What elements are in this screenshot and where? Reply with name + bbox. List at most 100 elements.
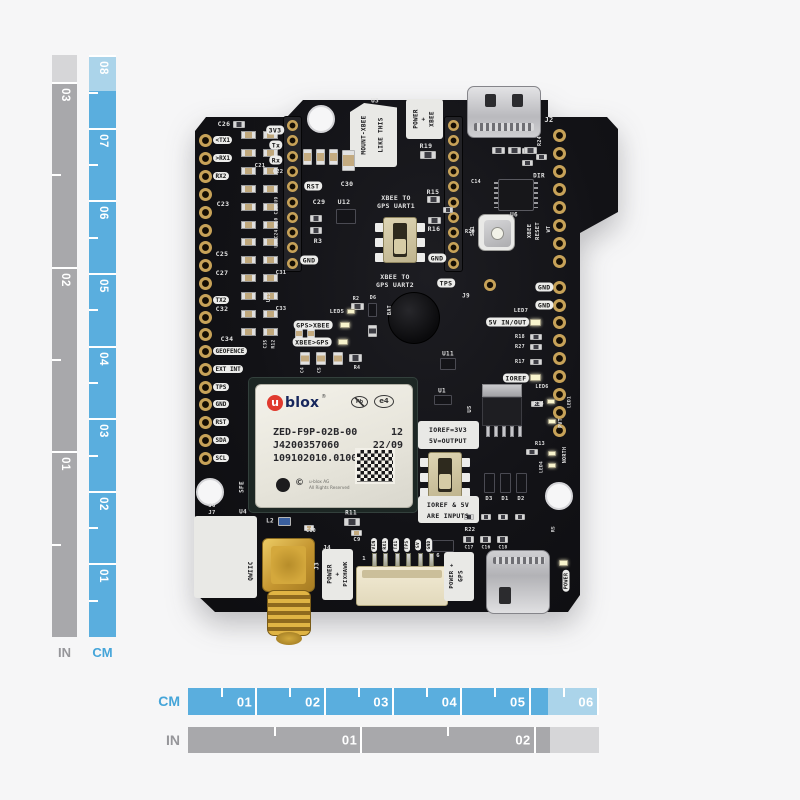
ioref-select-switch-pad — [420, 488, 429, 497]
pin-hole-right — [553, 236, 566, 250]
smd-capacitor — [263, 310, 278, 318]
silk-label-c14: C14 — [471, 179, 481, 185]
ruler-left-cm-halftick — [89, 164, 98, 167]
usb-c-connector-top — [467, 86, 541, 138]
pbfree-icon: Pb — [351, 396, 368, 408]
silk-label-r27: R27 — [515, 344, 525, 350]
xbee-socket-right-hole — [448, 257, 459, 269]
ruler-left-cm-line — [89, 273, 116, 275]
xbee-socket-right-hole — [448, 135, 459, 147]
smd-chip — [368, 303, 377, 317]
ruler-bottom-cm-unit-label: CM — [158, 693, 180, 709]
ruler-left-cm-line — [89, 55, 116, 58]
pin-hole-left — [199, 397, 212, 411]
ruler-bottom-in-line — [533, 727, 536, 753]
silk-label-c25: C25 — [215, 250, 229, 258]
smd-component — [463, 536, 474, 543]
silk-label-u11: U11 — [442, 350, 454, 358]
silk-label-c26: C26 — [217, 120, 231, 128]
usb-c-bottom-slot — [499, 587, 511, 604]
module-rev: 12 — [390, 427, 403, 438]
module-serial-row: J4200357060 22/09 — [273, 440, 403, 451]
silk-label-power: POWER — [562, 570, 570, 592]
silk-label-c22: C22 — [272, 169, 284, 175]
silk-label-j6: J6 — [208, 503, 216, 509]
silk-label-d6: D6 — [369, 295, 377, 301]
ruler-left-in-unit-label: IN — [58, 645, 71, 660]
silk-label-tx: Tx — [269, 140, 283, 150]
ruler-left-in-number: 02 — [58, 272, 71, 287]
silk-label-c9: C9 — [353, 537, 361, 543]
smd-chip — [336, 209, 356, 224]
xbee-socket-left-hole — [287, 135, 298, 147]
silk-label-power: POWER + — [449, 563, 455, 589]
silk-label-r15: R15 — [426, 188, 440, 196]
usb-c-bottom-contacts — [493, 557, 545, 564]
silk-label-: + — [334, 572, 342, 576]
ruler-bottom-cm-halftick — [494, 688, 497, 697]
silk-label-u5: U5 — [467, 405, 473, 413]
smd-component — [300, 352, 310, 365]
pin-hole-right — [553, 218, 566, 232]
smd-component — [368, 325, 377, 337]
pin-hole-right — [553, 164, 566, 178]
silk-label-d3: D3 — [485, 496, 493, 502]
smd-component — [530, 359, 542, 365]
silk-label-wt: WT — [546, 225, 552, 233]
led — [548, 463, 556, 468]
silk-label-c31: C31 — [275, 270, 287, 276]
ruler-bottom-cm-line — [255, 688, 258, 715]
silk-label-xbeeto: XBEE TO — [381, 194, 411, 202]
uart-select-switch-pad — [416, 253, 425, 262]
smd-component — [480, 536, 491, 543]
silk-label-: + — [420, 117, 428, 121]
regulator-tab — [482, 384, 522, 397]
pin-hole-right — [553, 369, 566, 383]
ruler-left-cm-line — [89, 200, 116, 203]
smd-component — [351, 530, 362, 536]
pin-hole-left — [199, 433, 212, 447]
xbee-socket-left-hole — [287, 257, 298, 269]
e4-icon-text: e4 — [379, 397, 389, 405]
ublox-logo: u blox ® — [267, 394, 326, 412]
silk-label-r18: R18 — [515, 334, 525, 340]
xbee-socket-left-hole — [287, 165, 298, 177]
silk-label-power: POWER — [326, 564, 334, 584]
qwiic-patch — [194, 516, 257, 598]
silk-label-gnd: GND — [426, 537, 432, 553]
pin-hole-left — [199, 151, 212, 165]
ruler-bottom-in-number: 02 — [515, 732, 531, 748]
silk-label-likethis: LIKE THIS — [377, 117, 385, 153]
ruler-left-in-line — [52, 81, 77, 84]
smd-component — [481, 514, 491, 520]
silk-label-r5: R5 — [551, 525, 557, 533]
smd-component — [427, 196, 440, 203]
module-copyright: u-blox AG All Rights Reserved — [309, 479, 350, 490]
ublox-module: u blox ® Pb e4 ZED-F9P-02B-00 12 J420035… — [248, 377, 418, 513]
smd-capacitor — [263, 221, 278, 229]
pin-hole-left — [199, 380, 212, 394]
ruler-left-cm-number: 07 — [96, 133, 109, 148]
sma-barrel — [267, 590, 311, 636]
module-code-row: 109102010.0100 — [273, 453, 403, 464]
silk-label-rx1: RX1 — [382, 537, 388, 553]
regulator-leg — [494, 426, 498, 437]
smd-capacitor — [241, 238, 256, 246]
smd-capacitor — [263, 328, 278, 336]
smd-chip — [432, 540, 454, 552]
pin-hole-left — [199, 344, 212, 358]
smd-component — [526, 449, 538, 455]
smd-capacitor — [241, 185, 256, 193]
pin-hole-right — [553, 315, 566, 329]
smd-component — [531, 401, 543, 407]
ruler-left-cm-number: 06 — [96, 206, 109, 221]
ublox-logo-mark: u — [267, 395, 283, 411]
smd-capacitor — [263, 238, 278, 246]
smd-capacitor — [241, 274, 256, 282]
ublox-logo-text: blox — [285, 395, 320, 411]
ruler-left-cm-line — [89, 127, 116, 130]
silk-label-ioref3v3: IOREF=3V3 — [429, 426, 467, 434]
smd-component — [420, 151, 436, 159]
ruler-bottom-cm-number: 01 — [236, 694, 253, 709]
silk-label-d2: D2 — [517, 496, 525, 502]
